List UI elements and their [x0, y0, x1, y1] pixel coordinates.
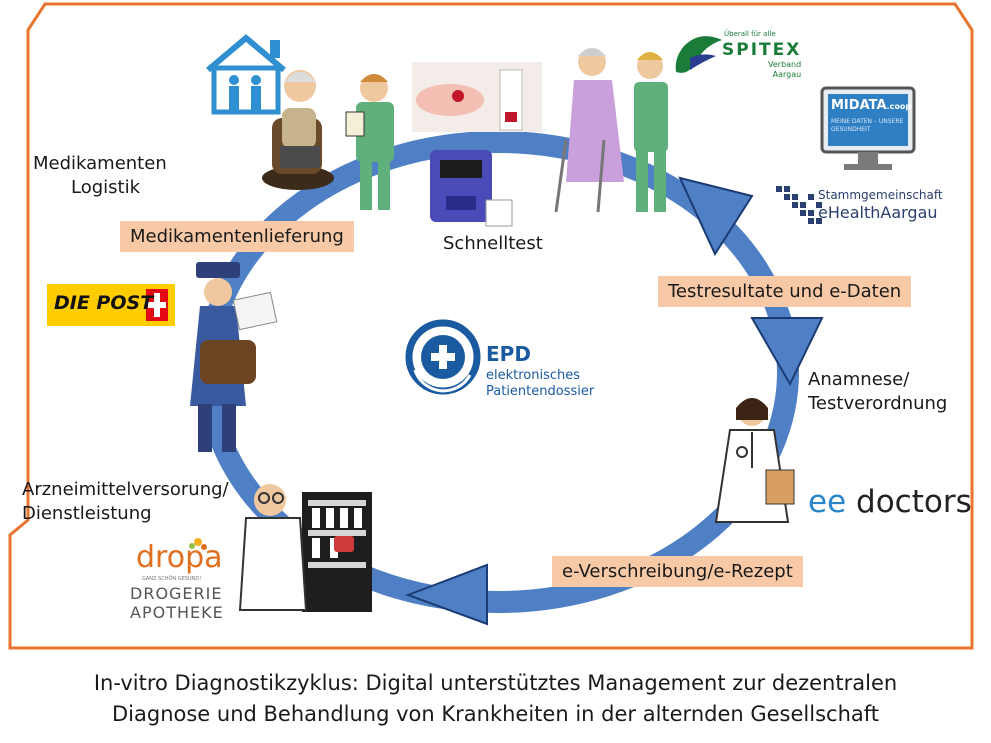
dropa-text: dropa: [136, 540, 223, 575]
dropa-tag: GANZ SCHÖN GESUND!: [142, 576, 202, 582]
monitor-icon: [820, 86, 916, 170]
dropa-logo-mark: [189, 538, 207, 550]
epd-sub: elektronisches Patientendossier: [486, 368, 595, 399]
spitex-text: SPITEX: [722, 40, 802, 60]
ehealth-logo-mark: [776, 186, 822, 224]
label-anamnese: Anamnese/ Testverordnung: [808, 369, 948, 415]
cycle-arrow-top-right: [678, 176, 754, 257]
diagram-frame: [8, 2, 974, 650]
die-post-logo: [47, 284, 175, 326]
postman-icon: [190, 262, 278, 452]
dropa-sub: DROGERIE APOTHEKE: [130, 584, 224, 622]
label-medikamentenlieferung: Medikamentenlieferung: [120, 221, 354, 253]
ehealth-top-text: Stammgemeinschaft: [818, 188, 943, 202]
midata-sub: MEINE DATEN – UNSERE GESUNDHEIT: [831, 118, 904, 133]
label-e-verschreibung: e-Verschreibung/e-Rezept: [552, 556, 803, 588]
epd-logo: [405, 319, 481, 395]
test-device-icon: [430, 150, 513, 227]
fingerprick-test-icon: [412, 62, 542, 132]
epd-title: EPD: [486, 342, 531, 366]
doctor-icon: [714, 398, 795, 523]
eedoctors-logo: ee doctors: [808, 484, 972, 520]
elderly-man-chair-icon: [262, 70, 334, 190]
spitex-tagline: Überall für alle: [724, 30, 776, 38]
pharmacist-icon: [238, 484, 372, 612]
label-schnelltest: Schnelltest: [443, 233, 543, 254]
die-post-text: DIE POST: [54, 292, 154, 314]
midata-text: MIDATA.coop: [831, 98, 912, 113]
cycle-arrow-right: [750, 317, 824, 387]
nurse-clipboard-icon: [345, 74, 394, 210]
label-testresultate: Testresultate und e-Daten: [658, 276, 912, 308]
cycle-arrow-bottom: [405, 563, 488, 626]
house-family-icon: [206, 34, 286, 115]
label-arzneimittelversorgung: Arzneimittelversorung/ Dienstleistung: [22, 479, 229, 525]
label-medikamenten-logistik: Medikamenten Logistik: [33, 153, 167, 199]
elderly-woman-walker-icon: [554, 48, 668, 213]
spitex-logo-mark: [675, 36, 722, 73]
figure-caption: In-vitro Diagnostikzyklus: Digital unter…: [93, 671, 898, 727]
spitex-sub: Verband Aargau: [768, 60, 802, 79]
ehealth-bottom-text: eHealthAargau: [818, 203, 938, 222]
